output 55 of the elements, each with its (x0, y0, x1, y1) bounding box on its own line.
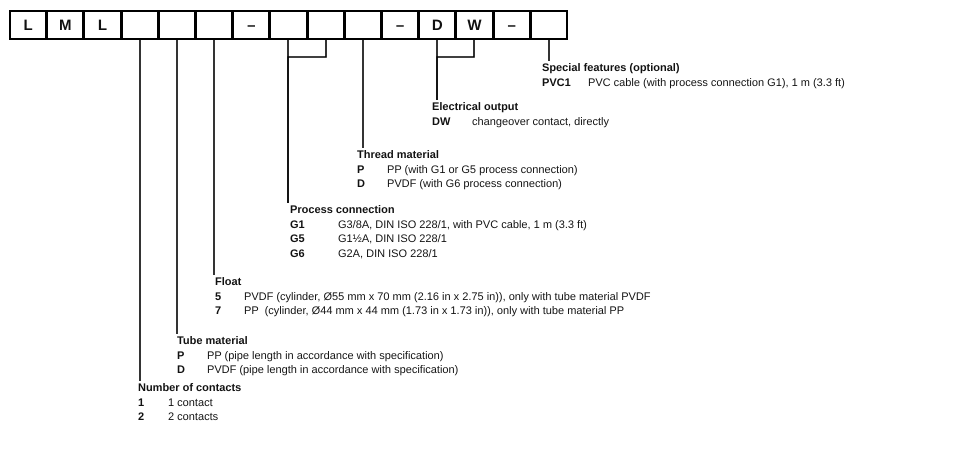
option-code: 2 (138, 410, 146, 424)
option-description: G3/8A, DIN ISO 228/1, with PVC cable, 1 m (3.3 ft) (338, 218, 587, 232)
leader-line (176, 40, 178, 334)
option-description: PP (cylinder, Ø44 mm x 44 mm (1.73 in x 1.73 in)), only with tube material PP (244, 304, 624, 318)
option-description: PP (with G1 or G5 process connection) (387, 162, 578, 177)
option-code: G5 (290, 232, 306, 246)
leader-line (436, 40, 475, 100)
option-code: D (177, 363, 186, 378)
code-cell (158, 10, 196, 40)
option-code: P (177, 348, 186, 363)
code-cell (120, 10, 159, 40)
leader-line (139, 40, 141, 381)
code-cell (306, 10, 345, 40)
option-code: P (357, 162, 366, 177)
code-cell: W (455, 10, 494, 40)
leader-line (362, 40, 364, 148)
option-description: PP (pipe length in accordance with specification) (207, 348, 444, 363)
option-code: G6 (290, 246, 306, 261)
option-code: D (357, 177, 366, 192)
leader-line (287, 40, 327, 203)
code-cell: – (232, 10, 270, 40)
code-cell (195, 10, 234, 40)
option-description: G2A, DIN ISO 228/1 (338, 246, 438, 261)
code-cell (269, 10, 308, 40)
section-heading: Number of contacts (138, 381, 242, 396)
section-heading: Electrical output (432, 100, 518, 114)
code-cell: – (492, 10, 531, 40)
code-cell: M (46, 10, 84, 40)
option-code: 7 (215, 304, 222, 318)
option-description: PVDF (with G6 process connection) (387, 177, 562, 192)
code-cell: L (83, 10, 122, 40)
option-description: 1 contact (168, 396, 213, 410)
option-code: G1 (290, 218, 306, 232)
code-cell: L (9, 10, 48, 40)
code-cell (344, 10, 382, 40)
option-description: 2 contacts (168, 410, 218, 424)
section-heading: Process connection (290, 203, 395, 218)
option-code: 5 (215, 290, 222, 304)
code-cell (530, 10, 568, 40)
section-heading: Tube material (177, 334, 248, 348)
option-description: PVC cable (with process connection G1), 1 m (3.3 ft) (588, 76, 845, 90)
option-description: changeover contact, directly (472, 114, 609, 129)
code-cell: D (418, 10, 456, 40)
section-heading: Float (215, 275, 242, 290)
section-heading: Thread material (357, 148, 439, 162)
option-code: 1 (138, 396, 146, 410)
option-description: PVDF (pipe length in accordance with specification) (207, 363, 458, 378)
option-description: PVDF (cylinder, Ø55 mm x 70 mm (2.16 in x 2.75 in)), only with tube material PVDF (244, 290, 651, 304)
leader-line (213, 40, 215, 275)
option-code: PVC1 (542, 76, 572, 90)
section-heading: Special features (optional) (542, 61, 680, 76)
code-cell: – (381, 10, 420, 40)
option-code: DW (432, 114, 452, 129)
leader-line (548, 40, 550, 61)
option-description: G1½A, DIN ISO 228/1 (338, 232, 447, 246)
